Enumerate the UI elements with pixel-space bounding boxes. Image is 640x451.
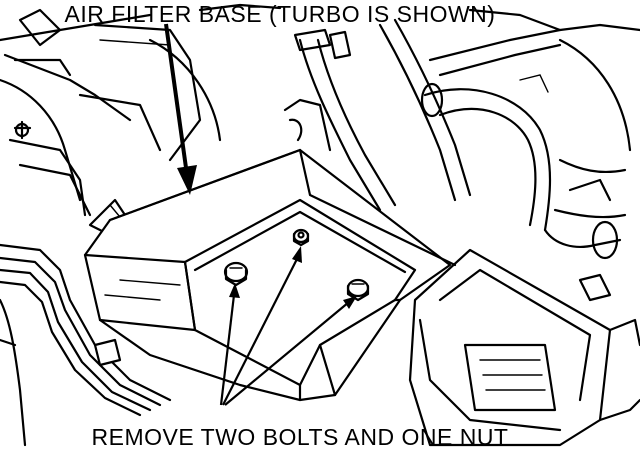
arrow-to-bolt-left	[219, 283, 240, 406]
arrow-to-bolt-right	[224, 296, 357, 406]
instruction-label: REMOVE TWO BOLTS AND ONE NUT	[91, 424, 509, 450]
nut-center	[292, 228, 310, 247]
air-box	[408, 248, 640, 447]
arrow-to-nut	[222, 246, 302, 406]
bolt-left	[223, 261, 249, 287]
fasteners	[223, 228, 370, 302]
bolt-right	[346, 278, 370, 302]
arrow-to-base	[164, 23, 197, 195]
callout-arrows	[164, 23, 357, 406]
engine-bay-right	[198, 3, 640, 302]
title-label: AIR FILTER BASE (TURBO IS SHOWN)	[64, 1, 496, 27]
air-filter-base	[83, 148, 457, 402]
